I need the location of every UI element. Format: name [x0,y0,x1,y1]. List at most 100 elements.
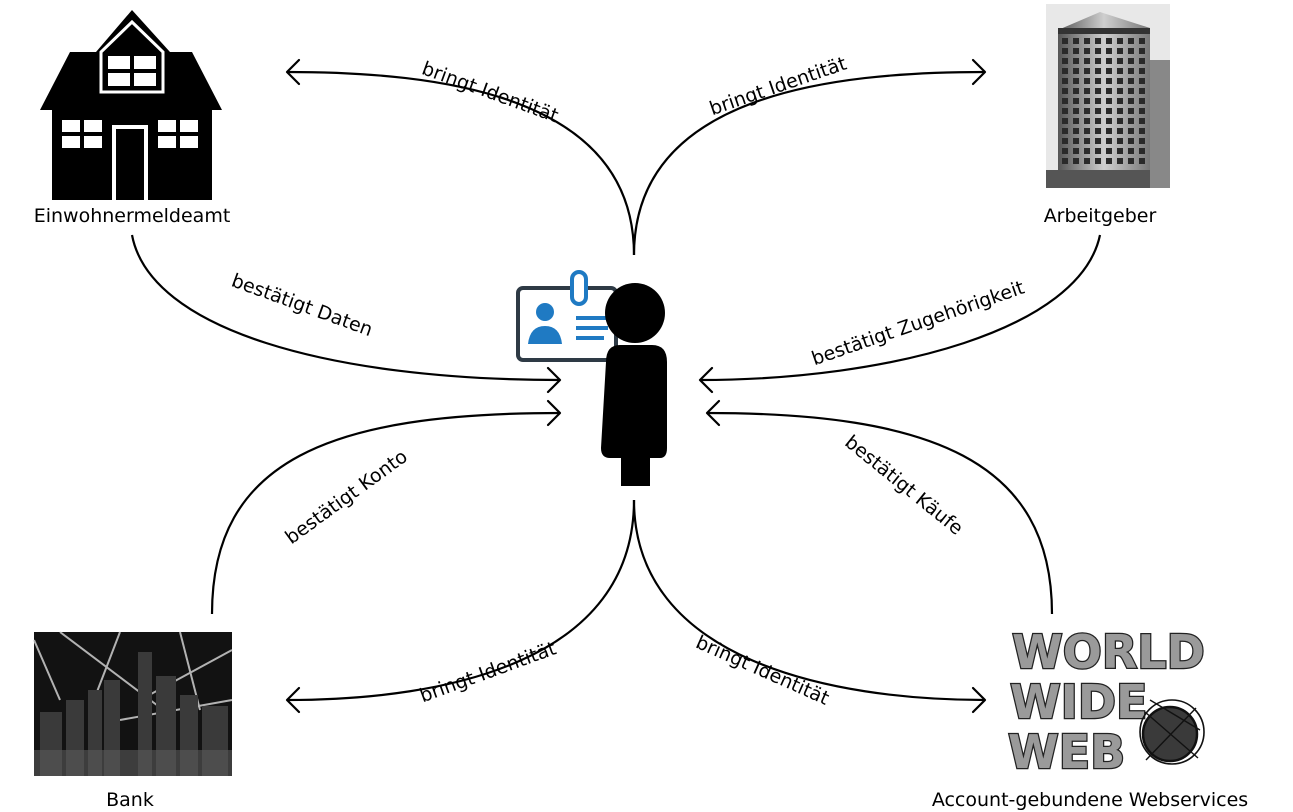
building-window [1095,58,1101,64]
building-window [1084,58,1090,64]
edge-line [210,411,561,615]
id-card-icon [516,270,618,362]
building-window [1073,58,1079,64]
edge-label: bringt Identität [419,57,561,127]
edge-line [130,234,561,382]
building-window [1139,78,1145,84]
edge-line [632,499,986,702]
edge-label: bringt Identität [707,53,850,120]
building-window [1084,98,1090,104]
arrowhead [705,399,721,427]
edge-registry-office-to-person: bestätigt Daten [130,234,562,394]
building-window [1095,48,1101,54]
building-window [1073,158,1079,164]
house-icon [40,10,222,200]
building-window [1073,138,1079,144]
arrowhead [971,58,987,86]
building-window [1062,88,1068,94]
node-label-bank: Bank [106,789,154,811]
building-window [1128,48,1134,54]
building-window [1095,108,1101,114]
building-window [1117,138,1123,144]
building-window [1084,108,1090,114]
building-window [1084,48,1090,54]
building-window [1084,68,1090,74]
building-window [1106,128,1112,134]
arrowhead [971,686,987,714]
building-window [1062,158,1068,164]
building-window [1139,158,1145,164]
arrowhead [546,399,562,427]
building-window [1139,98,1145,104]
building-window [1117,118,1123,124]
building-window [1106,148,1112,154]
edge-webservices-to-person: bestätigt Käufe [705,399,1054,615]
building-window [1106,58,1112,64]
building-window [1117,108,1123,114]
building-window [1084,128,1090,134]
building-window [1106,158,1112,164]
building-window [1128,138,1134,144]
city-skyline-night-photo [33,631,233,776]
building-window [1139,48,1145,54]
building-window [1073,118,1079,124]
building-window [1128,58,1134,64]
building-window [1073,108,1079,114]
building-window [1139,148,1145,154]
building-window [1095,128,1101,134]
building-window [1106,38,1112,44]
building-window [1084,158,1090,164]
building-window [1117,68,1123,74]
building-window [1073,148,1079,154]
building-window [1062,38,1068,44]
building-window [1062,118,1068,124]
building-window [1095,38,1101,44]
building-window [1095,138,1101,144]
building-window [1128,38,1134,44]
node-label-employer: Arbeitgeber [1044,205,1157,227]
node-label-webservices: Account-gebundene Webservices [932,789,1248,811]
www-logo-line-2: WIDE [1010,675,1147,729]
building-window [1106,88,1112,94]
edge-label: bringt Identität [417,637,559,707]
building-window [1128,78,1134,84]
building-window [1073,48,1079,54]
building-window [1095,148,1101,154]
building-window [1062,108,1068,114]
building-window [1106,68,1112,74]
edge-line [286,499,636,702]
building-window [1106,118,1112,124]
building-window [1117,128,1123,134]
building-window [1062,138,1068,144]
building-window [1106,48,1112,54]
node-label-registry-office: Einwohnermeldeamt [34,205,231,227]
arrowhead [285,686,301,714]
arrowhead [546,366,562,394]
building-window [1084,38,1090,44]
building-window [1095,118,1101,124]
building-window [1117,158,1123,164]
building-window [1117,78,1123,84]
building-window [1106,108,1112,114]
building-window [1095,68,1101,74]
building-window [1128,68,1134,74]
arrowhead [698,366,714,394]
building-window [1062,58,1068,64]
building-window [1062,148,1068,154]
building-window [1128,98,1134,104]
building-window [1062,128,1068,134]
edge-person-to-bank: bringt Identität [285,499,636,714]
building-window [1073,98,1079,104]
edge-line [706,411,1054,615]
building-window [1139,38,1145,44]
edge-employer-to-person: bestätigt Zugehörigkeit [698,234,1102,394]
building-window [1073,78,1079,84]
building-window [1128,148,1134,154]
building-window [1106,78,1112,84]
person-silhouette-icon [601,283,667,486]
building-window [1095,78,1101,84]
building-window [1117,98,1123,104]
edge-label: bringt Identität [692,631,832,709]
building-window [1073,68,1079,74]
